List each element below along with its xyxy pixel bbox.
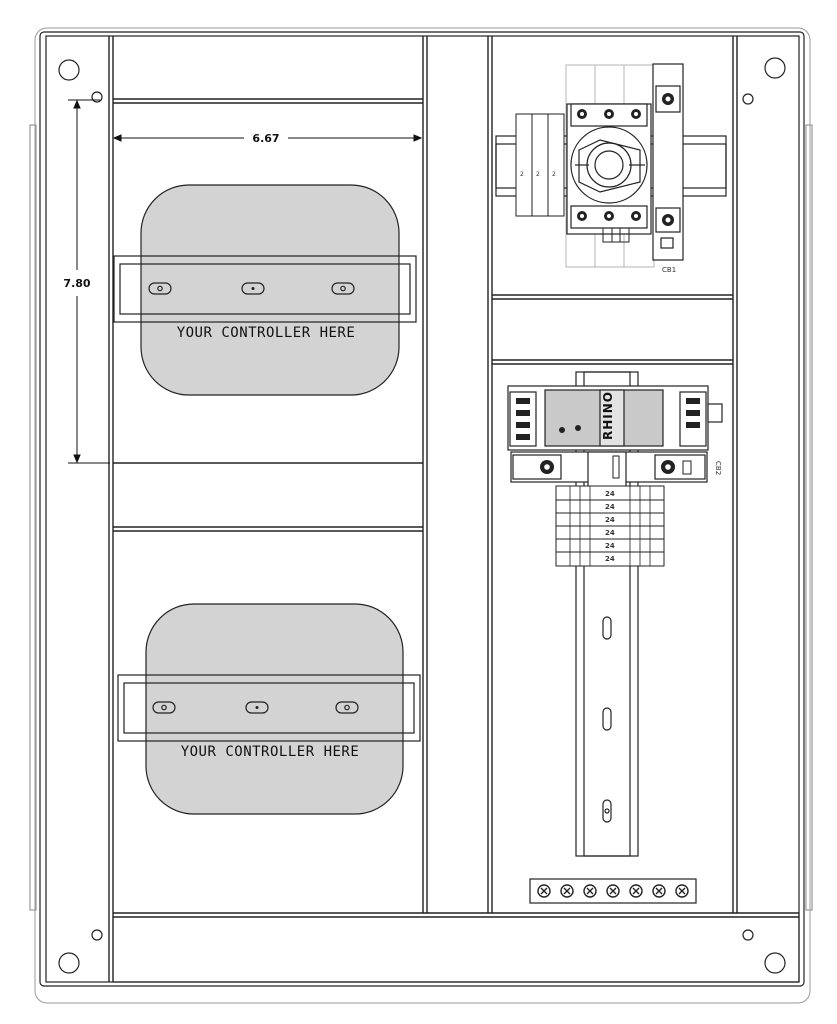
din-rail-slot-icon bbox=[148, 282, 355, 295]
width-dimension-label: 6.67 bbox=[252, 132, 279, 145]
controller-2: YOUR CONTROLLER HERE bbox=[117, 603, 421, 815]
din-rail-slot-icon bbox=[602, 616, 612, 823]
terminal-mark: 24 bbox=[605, 516, 615, 524]
din-rail-2 bbox=[117, 674, 421, 742]
screw-slot-icon bbox=[609, 887, 617, 895]
power-supply-assembly: RHINO CB2 bbox=[507, 371, 723, 857]
cb1-disconnect: 2 2 2 bbox=[495, 63, 727, 274]
cb1-label: CB1 bbox=[662, 266, 676, 274]
ground-screw-icon bbox=[537, 884, 689, 898]
din-rail-slot-icon bbox=[152, 701, 359, 714]
terminal-number: 2 bbox=[536, 171, 540, 178]
screw-slot-icon bbox=[655, 887, 663, 895]
terminal-mark: 24 bbox=[605, 542, 615, 550]
terminal-number: 2 bbox=[552, 171, 556, 178]
back-panel bbox=[108, 36, 799, 982]
controller-1: YOUR CONTROLLER HERE bbox=[113, 184, 417, 396]
terminal-block bbox=[555, 485, 665, 567]
height-dimension-label: 7.80 bbox=[63, 277, 90, 290]
terminal-number: 2 bbox=[520, 171, 524, 178]
height-dimension bbox=[68, 99, 110, 464]
terminal-mark: 24 bbox=[605, 529, 615, 537]
ground-bar bbox=[529, 878, 697, 904]
din-rail-1 bbox=[113, 255, 417, 323]
screw-slot-icon bbox=[632, 887, 640, 895]
cb2-label: CB2 bbox=[714, 461, 722, 475]
power-supply-brand: RHINO bbox=[601, 391, 615, 440]
bottom-channel bbox=[113, 913, 800, 983]
mounting-hole-icon bbox=[58, 59, 80, 81]
terminal-mark: 24 bbox=[605, 503, 615, 511]
screw-slot-icon bbox=[678, 887, 686, 895]
mounting-hole-icon bbox=[58, 952, 80, 974]
width-dimension bbox=[112, 134, 423, 142]
mounting-holes bbox=[58, 57, 786, 974]
enclosure-frame bbox=[29, 27, 813, 1004]
controller-label: YOUR CONTROLLER HERE bbox=[181, 744, 360, 760]
terminal-mark: 24 bbox=[605, 555, 615, 563]
rotary-handle-icon bbox=[570, 126, 648, 204]
vertical-din-rail bbox=[575, 371, 639, 857]
mounting-hole-icon bbox=[764, 952, 786, 974]
terminal-mark: 24 bbox=[605, 490, 615, 498]
screw-slot-icon bbox=[540, 887, 548, 895]
screw-slot-icon bbox=[563, 887, 571, 895]
screw-slot-icon bbox=[586, 887, 594, 895]
controller-label: YOUR CONTROLLER HERE bbox=[177, 325, 356, 341]
mounting-hole-icon bbox=[764, 57, 786, 79]
